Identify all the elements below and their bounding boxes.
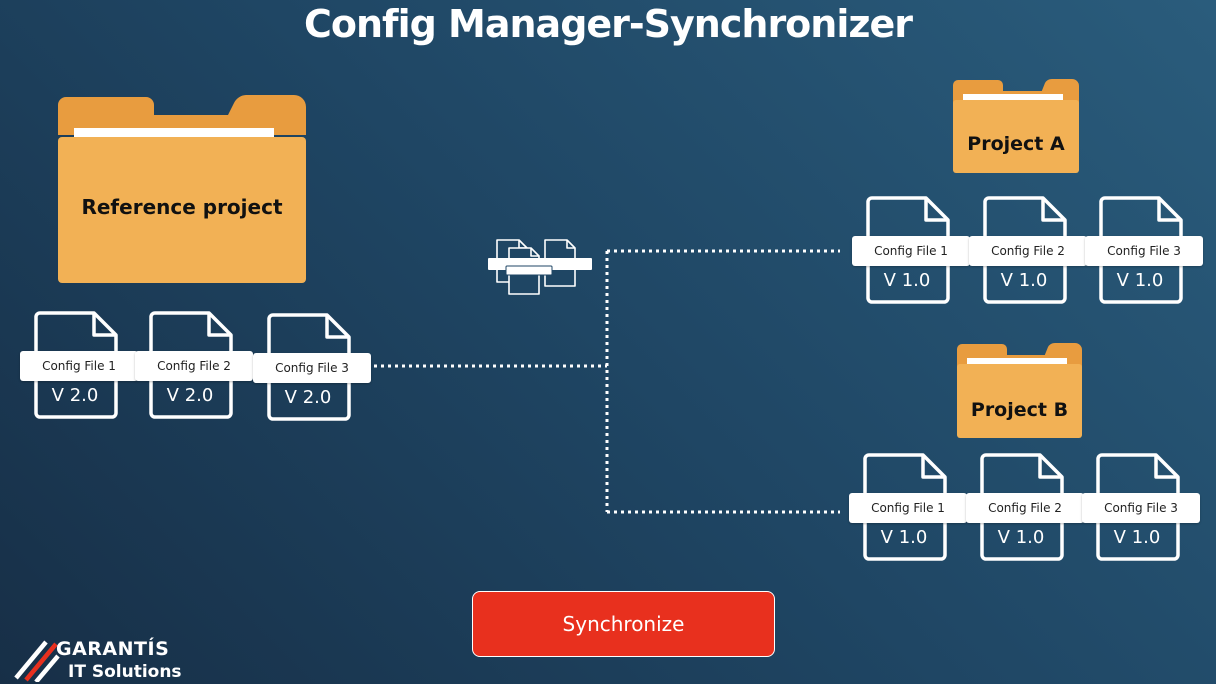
document-icon [983,196,1067,304]
file-name-label: Config File 2 [966,493,1084,523]
project-b-folder-label: Project B [970,399,1069,421]
file-name-label: Config File 2 [969,236,1087,266]
project-b-file-2: Config File 2 V 1.0 [966,453,1084,561]
reference-folder-label: Reference project [81,195,283,219]
project-b-folder: Project B [957,342,1082,438]
file-name-label: Config File 2 [135,351,253,381]
file-version: V 1.0 [1113,527,1161,548]
page-title: Config Manager-Synchronizer [304,2,913,46]
reference-file-2: Config File 2 V 2.0 [135,311,253,419]
logo-name: GARANTÍS [56,638,170,660]
file-version: V 2.0 [284,387,332,408]
file-name-label: Config File 3 [1085,236,1203,266]
file-version: V 2.0 [51,385,99,406]
document-icon [34,311,118,419]
project-b-file-3: Config File 3 V 1.0 [1082,453,1200,561]
logo-subtitle: IT Solutions [68,662,182,682]
project-a-folder-label: Project A [967,133,1065,155]
reference-file-1: Config File 1 V 2.0 [20,311,138,419]
garantis-logo: GARANTÍS IT Solutions [14,638,194,684]
document-compare-icon [488,239,592,295]
document-icon [149,311,233,419]
file-name-label: Config File 1 [20,351,138,381]
document-icon [866,196,950,304]
file-name-label: Config File 1 [849,493,967,523]
document-icon [267,313,351,421]
file-name-label: Config File 3 [1082,493,1200,523]
garantis-logo-icon [14,640,60,682]
project-b-file-1: Config File 1 V 1.0 [849,453,967,561]
file-version: V 2.0 [166,385,214,406]
file-name-label: Config File 1 [852,236,970,266]
reference-folder: Reference project [58,95,306,283]
synchronize-button[interactable]: Synchronize [472,591,775,657]
project-a-file-2: Config File 2 V 1.0 [969,196,1087,304]
file-version: V 1.0 [880,527,928,548]
project-a-file-1: Config File 1 V 1.0 [852,196,970,304]
folder-icon [953,78,1079,173]
document-icon [1096,453,1180,561]
project-a-folder: Project A [953,78,1079,173]
document-icon [1099,196,1183,304]
file-version: V 1.0 [1116,270,1164,291]
document-icon [980,453,1064,561]
file-name-label: Config File 3 [253,353,371,383]
file-version: V 1.0 [883,270,931,291]
reference-file-3: Config File 3 V 2.0 [253,313,371,421]
folder-icon [58,95,306,283]
folder-icon [957,342,1082,438]
document-icon [863,453,947,561]
file-version: V 1.0 [1000,270,1048,291]
project-a-file-3: Config File 3 V 1.0 [1085,196,1203,304]
file-version: V 1.0 [997,527,1045,548]
